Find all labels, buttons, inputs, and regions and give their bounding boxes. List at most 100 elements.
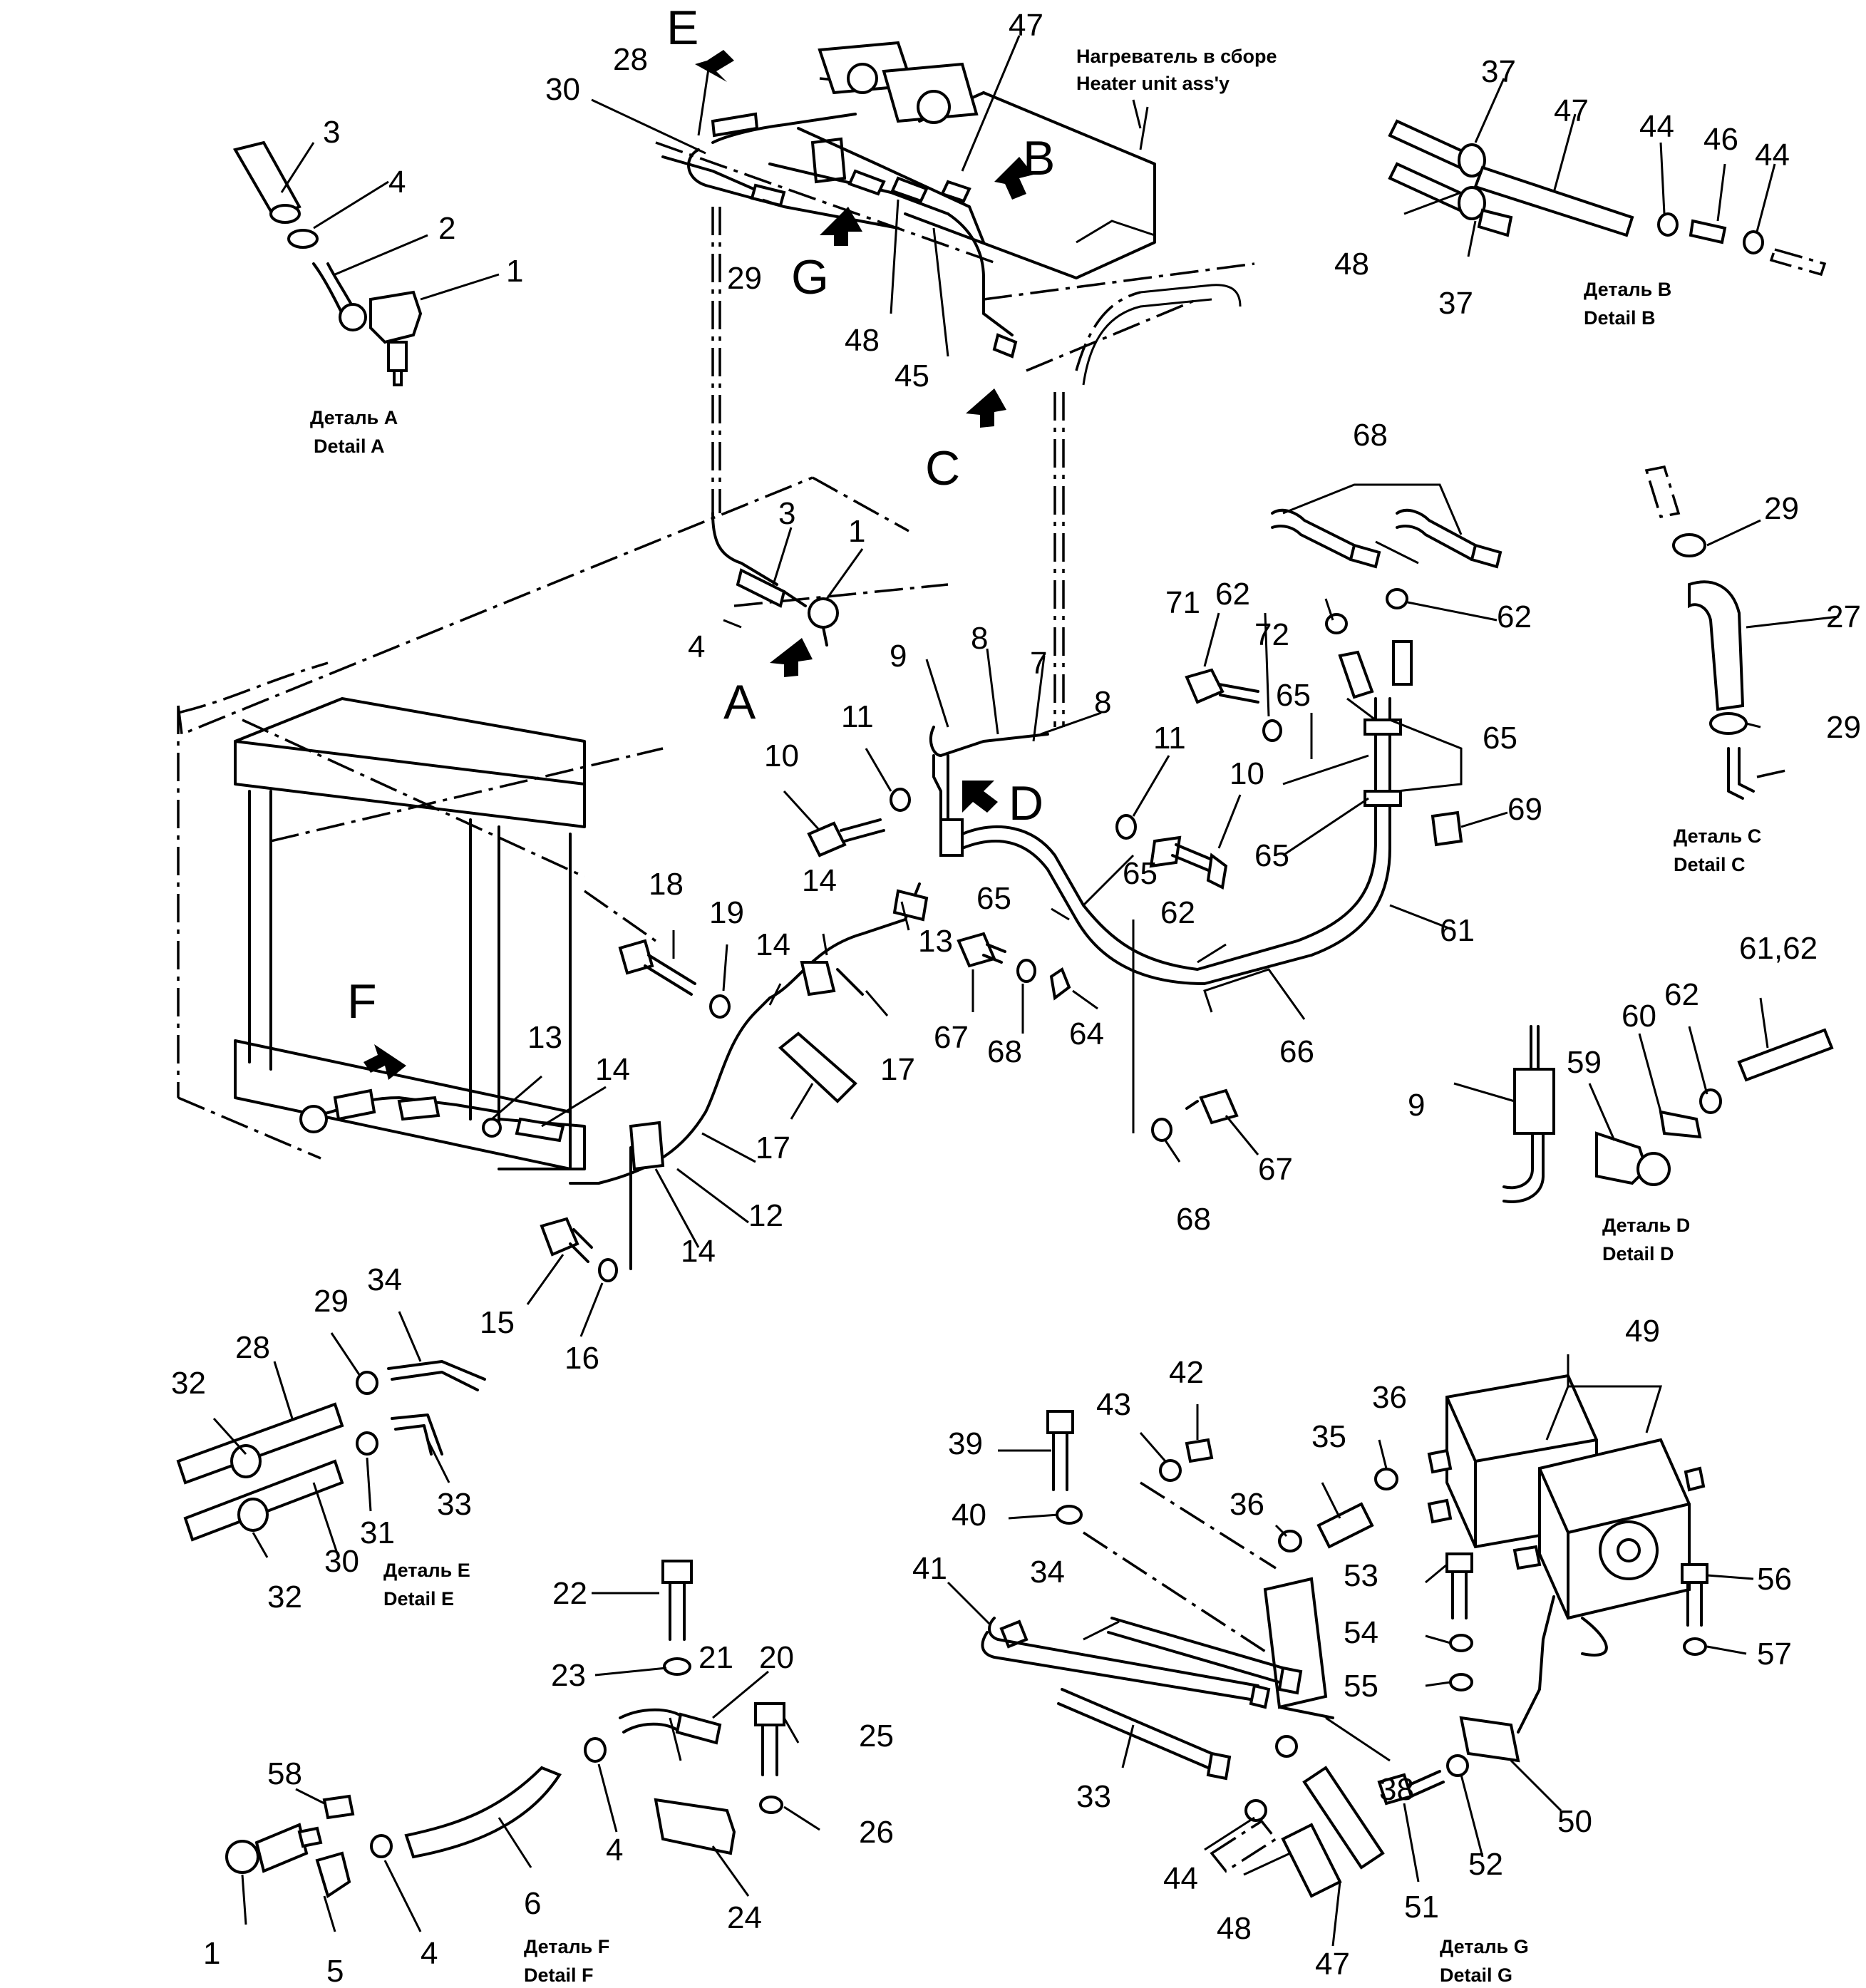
callout-32-b: 32 <box>267 1580 302 1614</box>
callout-14-b: 14 <box>756 927 790 962</box>
callout-33-detail-g: 33 <box>1076 1779 1111 1814</box>
callout-47-detail-b: 47 <box>1554 93 1589 128</box>
parts <box>232 119 1834 1282</box>
callout-61-62: 61,62 <box>1739 931 1818 966</box>
callout-11-b: 11 <box>1153 721 1186 756</box>
callout-28-detail-e: 28 <box>235 1330 270 1365</box>
callout-62: 62 <box>1160 895 1195 930</box>
callout-18: 18 <box>649 867 684 902</box>
callout-14-d: 14 <box>681 1234 716 1269</box>
detail-f-caption-en: Detail F <box>524 1964 594 1986</box>
detail-g-caption-en: Detail G <box>1440 1964 1512 1986</box>
callout-65-c: 65 <box>1254 838 1289 873</box>
callout-11-a: 11 <box>841 699 874 734</box>
detail-f-parts <box>225 1560 785 1899</box>
view-letter-g: G <box>791 250 829 304</box>
callout-48: 48 <box>845 323 880 358</box>
callout-13-b: 13 <box>527 1020 562 1055</box>
callout-4-detail-f-a: 4 <box>421 1936 438 1971</box>
callout-46: 46 <box>1703 122 1738 157</box>
view-arrow-e <box>695 50 734 82</box>
heater-caption-en: Heater unit ass'y <box>1076 73 1230 94</box>
callout-10-a: 10 <box>764 738 799 773</box>
callout-14-c: 14 <box>595 1052 630 1087</box>
callout-17-b: 17 <box>756 1131 790 1165</box>
callout-63-detail-d: 62 <box>1664 977 1699 1012</box>
callout-57: 57 <box>1757 1637 1792 1672</box>
callout-45: 45 <box>895 359 929 393</box>
detail-c-caption-en: Detail C <box>1674 854 1746 875</box>
callout-71: 71 <box>1165 585 1200 620</box>
callout-52: 52 <box>1468 1847 1503 1882</box>
callout-59: 59 <box>1567 1045 1602 1080</box>
machine-outline <box>177 141 1255 1160</box>
callout-68-b: 68 <box>1176 1202 1211 1237</box>
callout-14-a: 14 <box>802 863 837 898</box>
view-arrow-c <box>966 388 1006 428</box>
callout-20: 20 <box>759 1640 794 1675</box>
callout-28: 28 <box>613 42 648 77</box>
callout-35: 35 <box>1311 1419 1346 1454</box>
callout-29-detail-c-a: 29 <box>1764 491 1799 526</box>
detail-b-caption-en: Detail B <box>1584 307 1656 329</box>
callout-29: 29 <box>727 261 762 296</box>
callout-1: 1 <box>506 254 523 289</box>
callout-47: 47 <box>1009 8 1043 43</box>
callout-67-a: 67 <box>934 1020 969 1055</box>
callout-6: 6 <box>524 1886 541 1921</box>
captions: Нагреватель в сборе Heater unit ass'y Де… <box>310 46 1761 1986</box>
callout-42: 42 <box>1169 1355 1204 1390</box>
callout-3: 3 <box>323 115 340 150</box>
callout-1-detail-f: 1 <box>203 1936 220 1971</box>
detail-c-caption-ru: Деталь C <box>1674 825 1761 847</box>
callout-3-middle: 3 <box>778 496 795 531</box>
callout-50: 50 <box>1557 1804 1592 1839</box>
view-arrow-b <box>994 157 1033 200</box>
callout-38: 38 <box>1379 1772 1414 1807</box>
view-arrows <box>364 50 1033 1080</box>
callout-44-a: 44 <box>1639 109 1674 144</box>
callout-63-a: 62 <box>1215 577 1250 612</box>
callout-8-a: 8 <box>971 621 988 656</box>
view-letter-d: D <box>1009 776 1043 830</box>
callout-69: 68 <box>1353 418 1388 453</box>
callout-29-detail-e: 29 <box>314 1284 349 1319</box>
callout-55: 55 <box>1344 1669 1378 1704</box>
callout-21: 21 <box>699 1640 733 1675</box>
callout-labels: 3 4 2 1 28 30 47 29 48 45 37 47 44 46 44… <box>171 8 1861 1988</box>
callout-34-detail-g: 34 <box>1030 1555 1065 1590</box>
view-letters: E B G C A D F <box>347 1 1055 1029</box>
callout-25: 25 <box>859 1719 894 1753</box>
callout-72: 72 <box>1254 617 1289 652</box>
callout-39: 39 <box>948 1426 983 1461</box>
callout-34-detail-e: 34 <box>367 1262 402 1297</box>
callout-51: 51 <box>1404 1890 1439 1925</box>
callout-27: 27 <box>1826 599 1861 634</box>
view-letter-f: F <box>347 974 377 1029</box>
view-arrow-d <box>962 781 998 813</box>
leader-lines <box>212 35 1840 1947</box>
callout-36-b: 36 <box>1230 1487 1264 1522</box>
detail-e-caption-en: Detail E <box>383 1588 454 1610</box>
detail-a-caption-en: Detail A <box>314 436 385 457</box>
callout-54: 54 <box>1344 1615 1378 1650</box>
callout-4-middle: 4 <box>688 629 705 664</box>
callout-12: 12 <box>748 1198 783 1233</box>
view-arrow-f <box>364 1044 406 1080</box>
callout-32-a: 32 <box>171 1366 206 1401</box>
detail-g-caption-ru: Деталь G <box>1440 1936 1529 1957</box>
callout-44-b: 44 <box>1755 138 1790 172</box>
callout-30: 30 <box>545 72 580 107</box>
callout-63-b: 62 <box>1497 599 1532 634</box>
view-letter-c: C <box>925 441 960 495</box>
callout-40: 40 <box>952 1498 986 1533</box>
callout-23: 23 <box>551 1658 586 1693</box>
callout-53: 53 <box>1344 1558 1378 1593</box>
detail-a-caption-ru: Деталь А <box>310 407 398 428</box>
callout-49: 49 <box>1625 1314 1660 1349</box>
callout-37-bottom: 37 <box>1438 286 1473 321</box>
callout-9-detail-d: 9 <box>1408 1088 1425 1123</box>
view-letter-a: A <box>723 675 756 729</box>
callout-29-detail-c-b: 29 <box>1826 710 1861 745</box>
